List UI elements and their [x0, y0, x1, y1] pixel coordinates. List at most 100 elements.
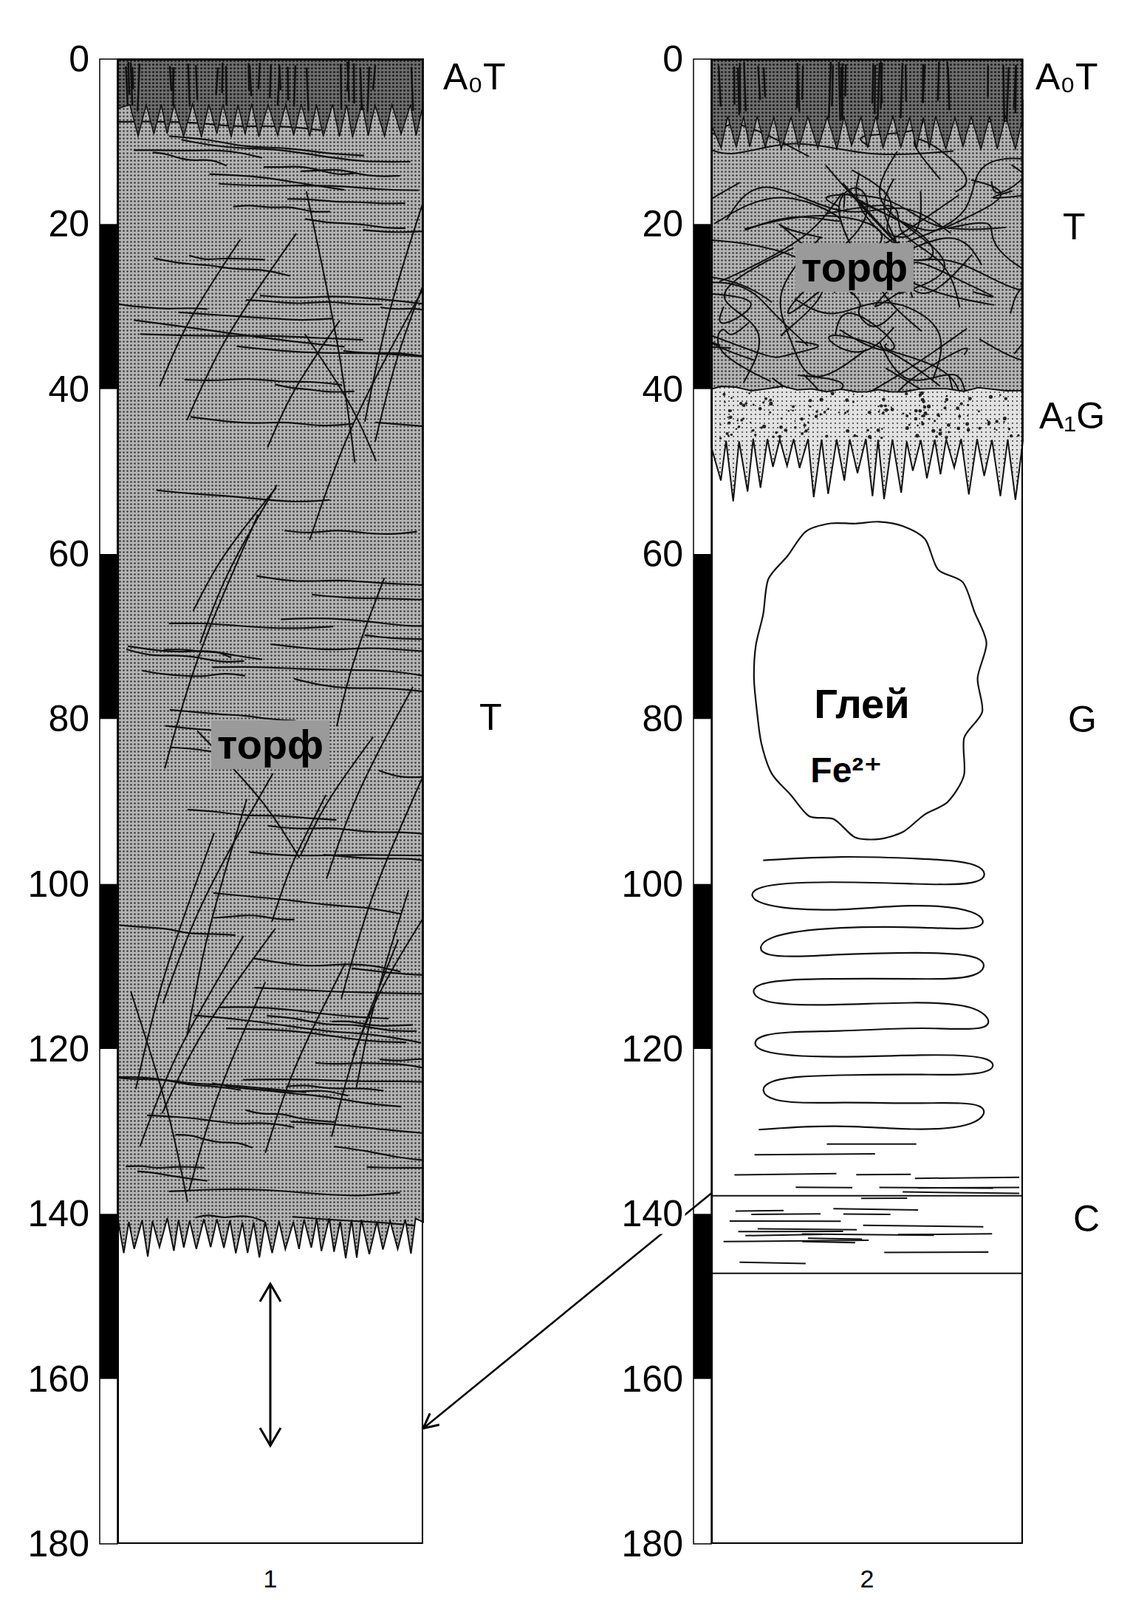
- fiber-line: [726, 187, 952, 234]
- depth-tick: 40: [45, 368, 92, 410]
- fiber-line: [823, 328, 967, 416]
- plant-remnant: [1006, 67, 1009, 123]
- speckle: [946, 423, 951, 427]
- speckle: [800, 417, 804, 421]
- depth-tick: 100: [619, 863, 686, 904]
- speckle: [800, 432, 804, 436]
- speckle: [728, 415, 733, 419]
- fiber-line: [311, 594, 493, 605]
- speckle: [988, 395, 993, 399]
- speckle: [737, 425, 741, 429]
- fiber-line: [184, 378, 342, 385]
- speckle: [838, 411, 841, 414]
- profile-number: 2: [854, 1563, 881, 1594]
- peat-horizon: торф: [118, 60, 422, 1221]
- plant-remnant: [125, 66, 128, 107]
- speckle: [965, 422, 969, 427]
- speckle: [719, 423, 721, 426]
- plant-remnant: [130, 62, 133, 106]
- plant-remnant: [269, 64, 272, 99]
- bedding-line: [884, 1251, 989, 1253]
- fiber-line: [839, 347, 968, 422]
- depth-tick: 20: [45, 203, 92, 245]
- speckle: [925, 412, 928, 416]
- speckle: [768, 401, 773, 406]
- speckle: [726, 432, 729, 436]
- speckle: [751, 429, 754, 433]
- fiber-line: [169, 135, 365, 156]
- bedding-line: [827, 1143, 917, 1145]
- fiber-line: [293, 678, 428, 693]
- fiber-line: [127, 646, 263, 660]
- depth-tick: 80: [45, 698, 92, 740]
- bedding-line: [918, 1186, 1020, 1190]
- fiber-line: [200, 485, 277, 644]
- fiber-line: [846, 180, 1001, 231]
- bedding-line: [738, 1230, 844, 1232]
- fiber-line: [245, 1110, 335, 1122]
- speckle: [814, 414, 819, 419]
- speckle: [780, 417, 783, 420]
- speckle: [845, 429, 850, 433]
- speckle: [762, 401, 765, 404]
- plant-remnant: [169, 65, 172, 91]
- speckle: [768, 398, 772, 402]
- speckle: [788, 409, 790, 412]
- speckle: [947, 431, 950, 434]
- fiber-line: [979, 332, 1094, 362]
- speckle: [719, 437, 722, 440]
- ruler-segment: [693, 1213, 712, 1379]
- fiber-line: [140, 935, 244, 1147]
- fiber-line: [341, 762, 430, 999]
- speckle: [881, 398, 885, 402]
- speckle: [866, 429, 870, 433]
- plant-remnant: [372, 64, 376, 90]
- fiber-line: [375, 422, 599, 438]
- fiber-line: [130, 991, 188, 1202]
- speckle: [882, 411, 885, 414]
- depth-tick: 60: [45, 533, 92, 575]
- speckle: [827, 407, 830, 410]
- bedding-line: [802, 1241, 856, 1243]
- bedding-line: [843, 1213, 891, 1215]
- speckle: [931, 429, 936, 433]
- fiber-line: [156, 490, 331, 502]
- plant-remnant: [873, 64, 876, 115]
- speckle: [905, 414, 909, 418]
- plant-remnant: [841, 67, 842, 118]
- speckle: [890, 407, 895, 412]
- profile-number: 1: [257, 1563, 284, 1594]
- fiber-line: [284, 530, 418, 534]
- speckle: [830, 391, 835, 396]
- plant-remnant: [947, 62, 950, 99]
- ruler-segment: [99, 553, 118, 719]
- fiber-line: [280, 618, 442, 626]
- plant-remnant: [306, 67, 309, 112]
- speckle: [758, 406, 762, 410]
- fiber-line: [209, 174, 345, 190]
- speckle: [1017, 434, 1020, 437]
- plant-remnant: [188, 63, 190, 107]
- speckle: [804, 429, 808, 433]
- plant-remnant: [841, 63, 844, 121]
- speckle: [921, 399, 926, 404]
- speckle: [727, 416, 729, 419]
- fiber-line: [189, 981, 266, 1190]
- fiber-line: [137, 1171, 208, 1181]
- bedding-line: [723, 1240, 870, 1242]
- fiber-line: [265, 963, 345, 1153]
- speckle: [853, 393, 855, 396]
- plant-remnant: [828, 61, 831, 119]
- depth-tick: 20: [639, 203, 686, 245]
- fiber-line: [163, 773, 274, 1003]
- plant-remnant: [738, 62, 741, 112]
- fiber-line: [323, 854, 469, 866]
- speckle: [844, 411, 847, 414]
- fiber-line: [270, 644, 432, 652]
- speckle: [880, 436, 883, 439]
- speckle: [940, 413, 943, 416]
- fiber-line: [788, 194, 960, 314]
- plant-remnant: [195, 64, 198, 100]
- speckle: [914, 417, 919, 421]
